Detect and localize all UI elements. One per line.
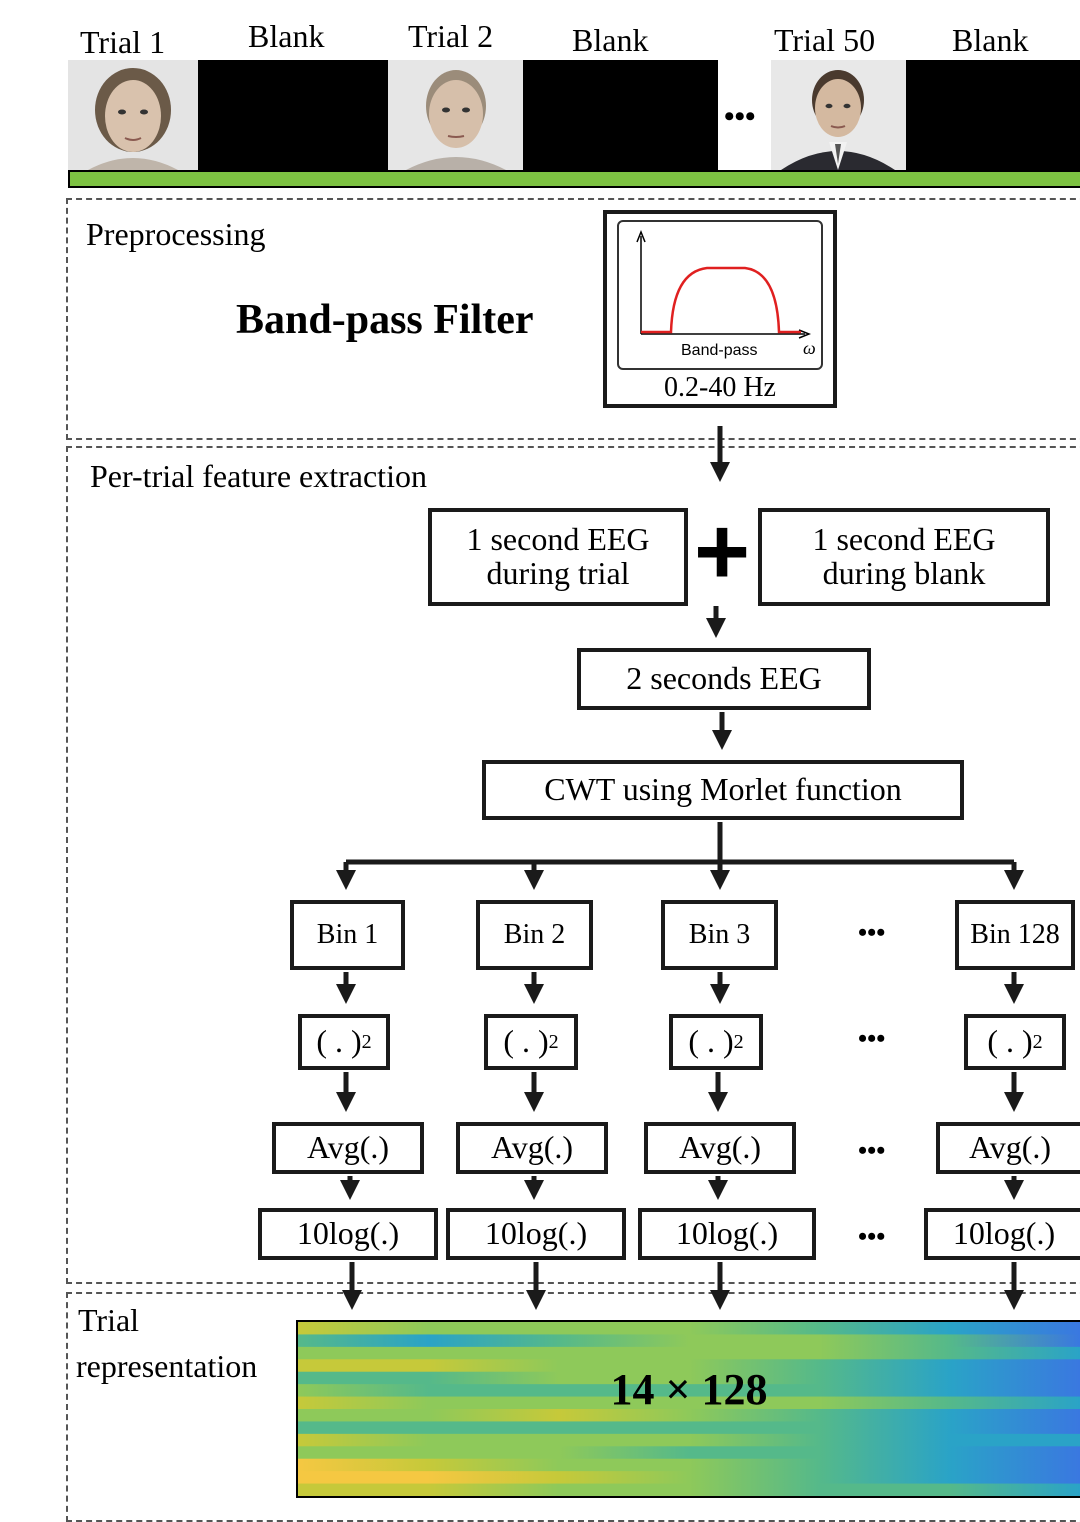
square-op-3: ( . )2 <box>669 1014 763 1070</box>
blank-2-label: Blank <box>572 22 649 58</box>
trial-2-face-image <box>388 60 523 170</box>
log-op-128: 10log(.) <box>924 1208 1080 1260</box>
heatmap-row <box>298 1359 1080 1373</box>
band-pass-filter-title: Band-pass Filter <box>236 297 534 343</box>
square-base-1: ( . ) <box>316 1023 362 1060</box>
heatmap-row <box>298 1433 1080 1447</box>
feature-extraction-label: Per-trial feature extraction <box>90 458 427 494</box>
square-exp-2: 2 <box>548 1030 559 1053</box>
plus-sign: + <box>694 498 751 605</box>
trial-50-face-image <box>771 60 906 170</box>
band-pass-caption: Band-pass <box>681 342 758 359</box>
log-op-1: 10log(.) <box>258 1208 438 1260</box>
eeg-trial-line-1: 1 second EEG <box>466 521 650 558</box>
blank-screen-1 <box>198 60 388 170</box>
timeline-ellipsis: ••• <box>724 100 756 133</box>
heatmap-row <box>298 1458 1080 1472</box>
preprocessing-section <box>66 198 1080 440</box>
bin-1-box: Bin 1 <box>290 900 405 970</box>
log-op-3: 10log(.) <box>638 1208 816 1260</box>
heatmap-row <box>298 1371 1080 1385</box>
band-pass-filter-block: Band-pass ω 0.2-40 Hz <box>603 210 837 408</box>
square-op-1: ( . )2 <box>298 1014 390 1070</box>
heatmap-row <box>298 1334 1080 1348</box>
trial-50-label: Trial 50 <box>774 22 876 58</box>
square-op-2: ( . )2 <box>484 1014 578 1070</box>
bins-ellipsis: ••• <box>858 918 886 947</box>
cwt-box: CWT using Morlet function <box>482 760 964 820</box>
square-ellipsis: ••• <box>858 1024 886 1053</box>
square-exp-3: 2 <box>733 1030 744 1053</box>
eeg-2s-box: 2 seconds EEG <box>577 648 871 710</box>
eeg-blank-line-2: during blank <box>822 555 986 591</box>
preprocessing-label: Preprocessing <box>86 216 266 252</box>
heatmap-row <box>298 1421 1080 1435</box>
avg-op-3: Avg(.) <box>644 1122 796 1174</box>
feature-extraction-section <box>66 446 1080 1284</box>
heatmap-row <box>298 1396 1080 1410</box>
eeg-trial-line-2: during trial <box>486 555 630 591</box>
heatmap-row <box>298 1409 1080 1422</box>
bin-3-box: Bin 3 <box>661 900 778 970</box>
heatmap-dimensions: 14 × 128 <box>610 1365 768 1414</box>
avg-op-128: Avg(.) <box>936 1122 1080 1174</box>
representation-label-line-2: representation <box>76 1348 258 1384</box>
representation-label-line-1: Trial <box>78 1302 140 1338</box>
eeg-trial-box: 1 second EEG during trial <box>428 508 688 606</box>
heatmap-row <box>298 1384 1080 1398</box>
trial-1-label: Trial 1 <box>80 24 166 60</box>
timeline-bar <box>68 170 1080 188</box>
blank-1-label: Blank <box>248 18 325 54</box>
square-base-2: ( . ) <box>503 1023 549 1060</box>
square-exp-128: 2 <box>1032 1030 1043 1053</box>
square-base-3: ( . ) <box>688 1023 734 1060</box>
blank-3-label: Blank <box>952 22 1029 58</box>
eeg-blank-line-1: 1 second EEG <box>812 521 996 558</box>
avg-op-2: Avg(.) <box>456 1122 608 1174</box>
blank-screen-3 <box>906 60 1080 170</box>
heatmap-row <box>298 1322 1080 1335</box>
heatmap-row <box>298 1346 1080 1360</box>
bin-2-box: Bin 2 <box>476 900 593 970</box>
trial-representation-heatmap: 14 × 128 <box>296 1320 1080 1498</box>
square-op-128: ( . )2 <box>964 1014 1066 1070</box>
square-exp-1: 2 <box>361 1030 372 1053</box>
trial-1-face-image <box>68 60 198 170</box>
heatmap-row <box>298 1483 1080 1496</box>
log-op-2: 10log(.) <box>446 1208 626 1260</box>
blank-screen-2 <box>523 60 718 170</box>
omega-label: ω <box>803 338 816 358</box>
log-ellipsis: ••• <box>858 1222 886 1251</box>
trial-2-label: Trial 2 <box>408 18 494 54</box>
heatmap-row <box>298 1471 1080 1485</box>
eeg-blank-box: 1 second EEG during blank <box>758 508 1050 606</box>
filter-response-plot: Band-pass ω <box>617 220 823 370</box>
avg-op-1: Avg(.) <box>272 1122 424 1174</box>
square-base-128: ( . ) <box>987 1023 1033 1060</box>
filter-range: 0.2-40 Hz <box>664 372 776 403</box>
avg-ellipsis: ••• <box>858 1136 886 1165</box>
heatmap-row <box>298 1446 1080 1460</box>
bin-128-box: Bin 128 <box>955 900 1075 970</box>
